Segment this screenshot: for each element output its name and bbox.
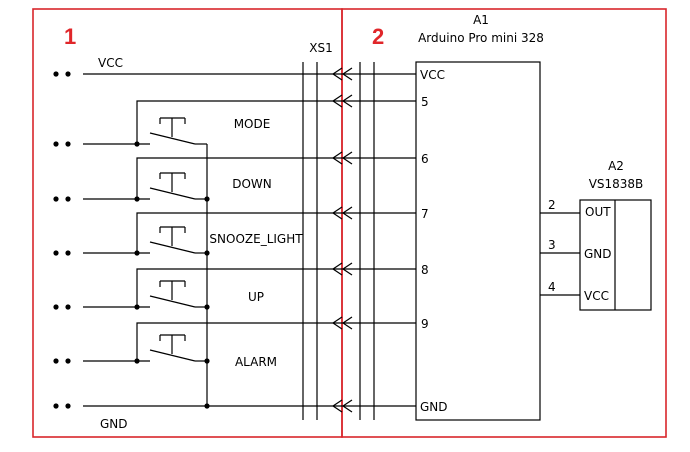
button-label-up: UP bbox=[248, 290, 264, 304]
pushbutton-up-icon bbox=[149, 280, 196, 308]
a1-ref: A1 bbox=[473, 13, 489, 27]
down-signal-wire bbox=[136, 157, 416, 199]
a1-module-box bbox=[415, 61, 541, 421]
a1-pin-6: 6 bbox=[421, 152, 429, 166]
button-label-alarm: ALARM bbox=[235, 355, 277, 369]
junction-dots bbox=[134, 141, 210, 409]
a2-name: VS1838B bbox=[589, 177, 644, 191]
a2-pin-gnd: GND bbox=[584, 247, 612, 261]
button-label-mode: MODE bbox=[234, 117, 271, 131]
mode-signal-wire bbox=[136, 100, 416, 144]
gnd-rail-label: GND bbox=[100, 417, 128, 431]
a1-name: Arduino Pro mini 328 bbox=[418, 31, 544, 45]
pushbutton-down-icon bbox=[149, 172, 196, 200]
alarm-signal-wire bbox=[136, 322, 416, 361]
wire-2-number: 2 bbox=[548, 198, 556, 212]
pushbutton-snooze-icon bbox=[149, 226, 196, 254]
a1-pin-7: 7 bbox=[421, 207, 429, 221]
a1-pin-vcc: VCC bbox=[420, 68, 445, 82]
wire-3-number: 3 bbox=[548, 238, 556, 252]
vcc-rail-label: VCC bbox=[98, 56, 123, 70]
a1-pin-9: 9 bbox=[421, 317, 429, 331]
pushbutton-mode-icon bbox=[149, 117, 196, 145]
zone-2-number: 2 bbox=[372, 24, 384, 49]
button-label-snooze-light: SNOOZE_LIGHT bbox=[209, 232, 303, 246]
button-label-down: DOWN bbox=[232, 177, 272, 191]
a1-pin-gnd: GND bbox=[420, 400, 448, 414]
zone-1-frame bbox=[32, 8, 343, 438]
connector-ref: XS1 bbox=[309, 41, 332, 55]
connector-xs1 bbox=[302, 62, 375, 420]
zone-1-number: 1 bbox=[64, 24, 76, 49]
a2-pin-vcc: VCC bbox=[584, 289, 609, 303]
a2-pin-out: OUT bbox=[585, 205, 611, 219]
button-terminal-wires bbox=[83, 143, 207, 362]
snooze-signal-wire bbox=[136, 212, 416, 253]
up-signal-wire bbox=[136, 268, 416, 307]
zone-2-frame bbox=[341, 8, 667, 438]
connector-contacts bbox=[331, 67, 353, 413]
pushbutton-alarm-icon bbox=[149, 334, 196, 362]
wire-4-number: 4 bbox=[548, 280, 556, 294]
a1-pin-5: 5 bbox=[421, 95, 429, 109]
terminal-dots bbox=[53, 71, 71, 409]
a1-pin-8: 8 bbox=[421, 263, 429, 277]
a2-ref: A2 bbox=[608, 159, 624, 173]
